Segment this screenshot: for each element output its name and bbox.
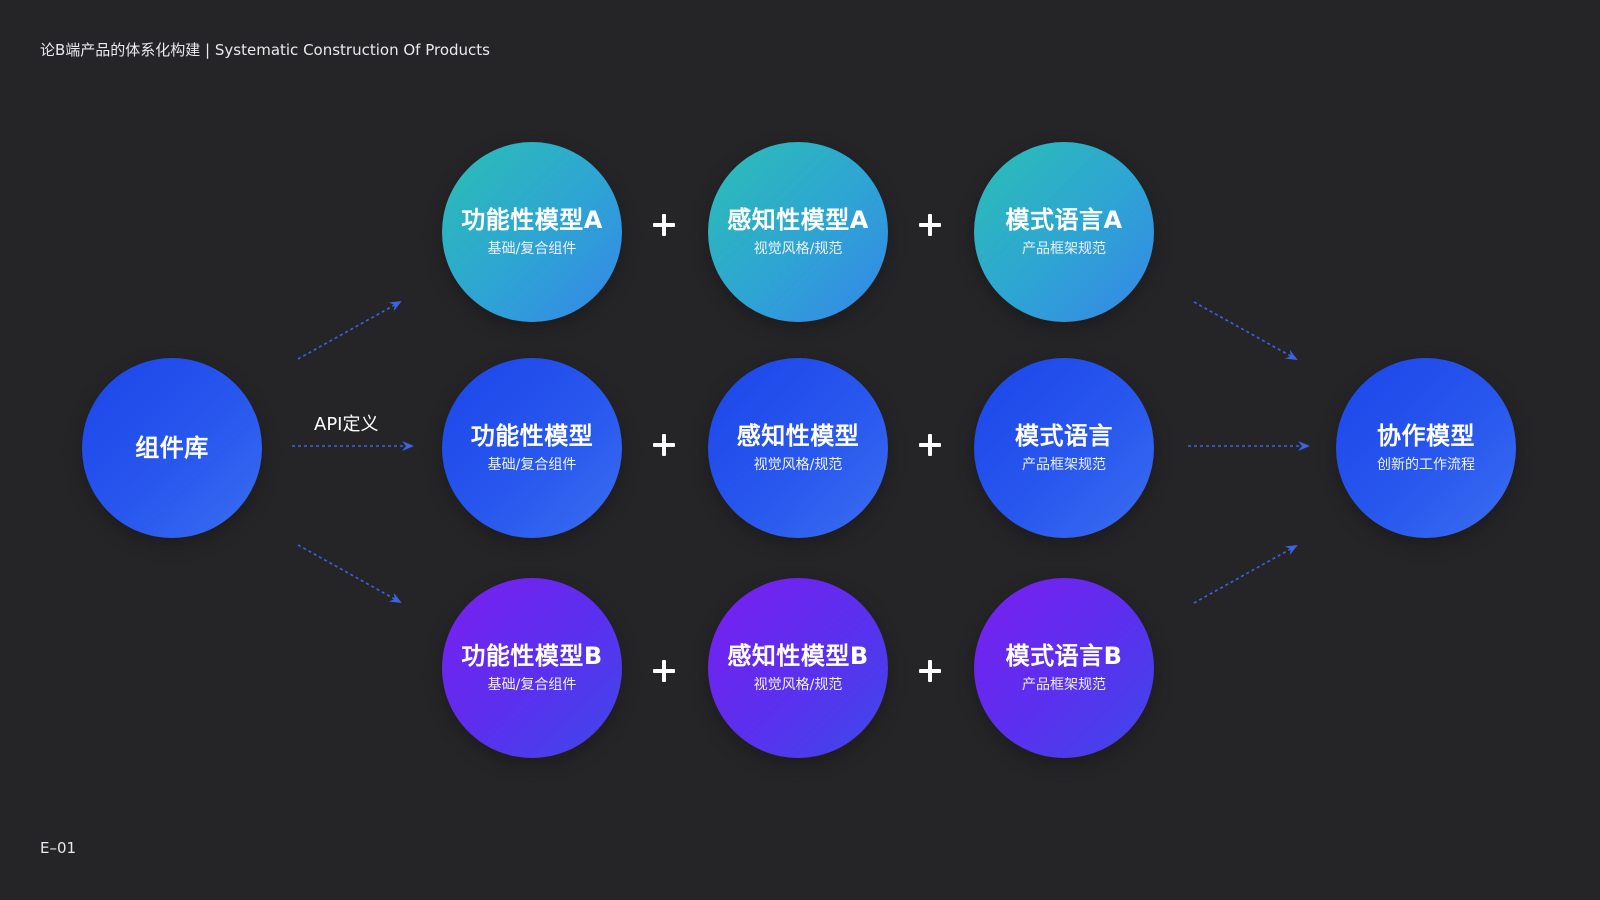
node-title: 功能性模型B bbox=[461, 642, 603, 670]
node-title: 模式语言B bbox=[1005, 642, 1123, 670]
arrow-to-row-b bbox=[297, 544, 402, 603]
plus-icon bbox=[915, 430, 945, 460]
perceptual-model-a-node: 感知性模型A 视觉风格/规范 bbox=[708, 142, 888, 322]
node-title: 模式语言 bbox=[1015, 422, 1113, 450]
node-subtitle: 产品框架规范 bbox=[1022, 241, 1106, 257]
perceptual-model-node: 感知性模型 视觉风格/规范 bbox=[708, 358, 888, 538]
node-title: 功能性模型 bbox=[470, 422, 594, 450]
perceptual-model-b-node: 感知性模型B 视觉风格/规范 bbox=[708, 578, 888, 758]
component-library-node: 组件库 bbox=[82, 358, 262, 538]
arrow-from-row-a bbox=[1193, 301, 1298, 360]
plus-icon bbox=[649, 656, 679, 686]
node-subtitle: 创新的工作流程 bbox=[1377, 457, 1475, 473]
plus-icon bbox=[915, 210, 945, 240]
plus-icon bbox=[649, 430, 679, 460]
pattern-language-node: 模式语言 产品框架规范 bbox=[974, 358, 1154, 538]
functional-model-node: 功能性模型 基础/复合组件 bbox=[442, 358, 622, 538]
node-title: 功能性模型A bbox=[461, 206, 603, 234]
plus-icon bbox=[915, 656, 945, 686]
node-subtitle: 基础/复合组件 bbox=[487, 241, 577, 257]
node-subtitle: 产品框架规范 bbox=[1022, 677, 1106, 693]
api-definition-label: API定义 bbox=[314, 414, 379, 435]
pattern-language-a-node: 模式语言A 产品框架规范 bbox=[974, 142, 1154, 322]
node-subtitle: 视觉风格/规范 bbox=[753, 677, 843, 693]
node-title: 模式语言A bbox=[1005, 206, 1123, 234]
node-subtitle: 视觉风格/规范 bbox=[753, 241, 843, 257]
node-subtitle: 产品框架规范 bbox=[1022, 457, 1106, 473]
node-subtitle: 基础/复合组件 bbox=[487, 457, 577, 473]
arrow-to-row-a bbox=[297, 301, 402, 360]
node-title: 协作模型 bbox=[1377, 422, 1475, 450]
node-title: 感知性模型A bbox=[727, 206, 869, 234]
arrow-from-row-b bbox=[1193, 545, 1298, 604]
functional-model-b-node: 功能性模型B 基础/复合组件 bbox=[442, 578, 622, 758]
node-title: 感知性模型B bbox=[727, 642, 869, 670]
pattern-language-b-node: 模式语言B 产品框架规范 bbox=[974, 578, 1154, 758]
collaboration-model-node: 协作模型 创新的工作流程 bbox=[1336, 358, 1516, 538]
node-subtitle: 基础/复合组件 bbox=[487, 677, 577, 693]
node-title: 组件库 bbox=[135, 434, 209, 462]
plus-icon bbox=[649, 210, 679, 240]
node-title: 感知性模型 bbox=[736, 422, 860, 450]
node-subtitle: 视觉风格/规范 bbox=[753, 457, 843, 473]
page-title: 论B端产品的体系化构建 | Systematic Construction Of… bbox=[40, 41, 490, 59]
functional-model-a-node: 功能性模型A 基础/复合组件 bbox=[442, 142, 622, 322]
page-number: E–01 bbox=[40, 839, 77, 857]
